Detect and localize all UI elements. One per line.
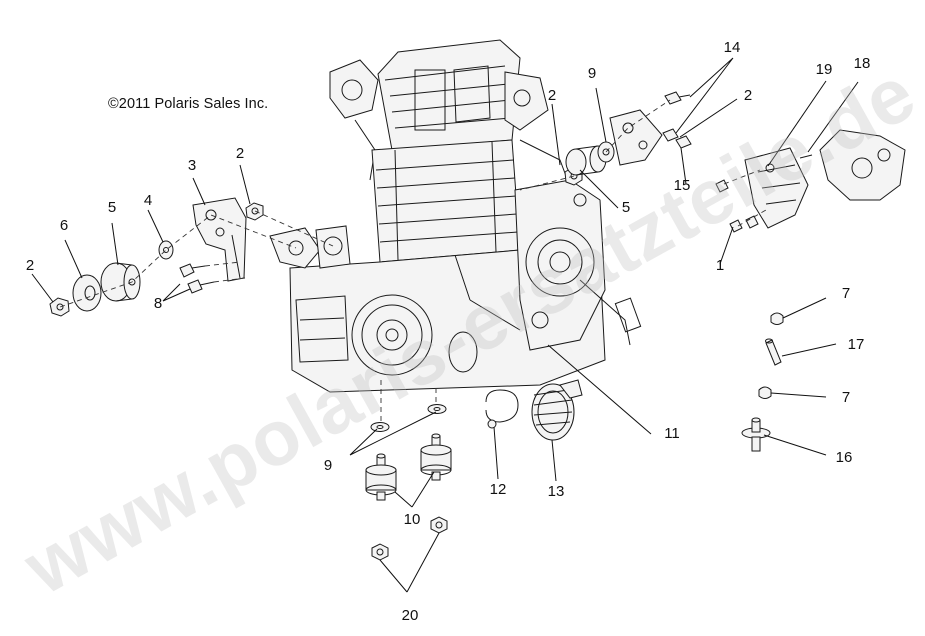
cap-part-7-top [770, 312, 784, 325]
callout-3: 3 [187, 157, 197, 174]
callout-7: 7 [841, 285, 851, 302]
bracket-right [609, 109, 663, 166]
callout-9: 9 [587, 65, 597, 82]
callout-15: 15 [673, 177, 691, 194]
boot-part-13 [531, 379, 583, 441]
mount-bracket-part-19 [744, 147, 809, 229]
callout-18: 18 [853, 55, 871, 72]
bolt-part-1-a [715, 179, 729, 193]
rubber-mount-part-5-right [565, 148, 587, 176]
bolt-part-14-b [662, 128, 679, 142]
rubber-mount-part-10-a [365, 453, 397, 501]
callout-5: 5 [621, 199, 631, 216]
right-mount-parts [519, 91, 906, 233]
callout-20: 20 [401, 607, 419, 624]
bolt-part-1-c [745, 215, 759, 229]
rod-part-17 [765, 339, 782, 366]
callout-14: 14 [723, 39, 741, 56]
washer-part-6 [72, 274, 102, 312]
callout-2: 2 [743, 87, 753, 104]
copyright-notice: ©2011 Polaris Sales Inc. [108, 96, 269, 112]
callout-12: 12 [489, 481, 507, 498]
bolt-part-14-a [664, 91, 682, 105]
nut-part-2-bracket [245, 202, 264, 221]
bolt-part-8-a [179, 263, 195, 278]
callout-2: 2 [25, 257, 35, 274]
washer-part-4 [158, 240, 174, 260]
nut-part-20-b [430, 516, 448, 534]
callout-7: 7 [841, 389, 851, 406]
callout-5: 5 [107, 199, 117, 216]
bottom-mount-parts [365, 379, 583, 561]
clamp-part-12 [485, 389, 519, 423]
callout-10: 10 [403, 511, 421, 528]
bolt-part-15 [675, 135, 692, 149]
nut-part-2-left [49, 297, 70, 317]
callout-2: 2 [547, 87, 557, 104]
callout-1: 1 [715, 257, 725, 274]
callout-19: 19 [815, 61, 833, 78]
callout-13: 13 [547, 483, 565, 500]
engine-assembly [269, 39, 642, 393]
washer-part-9-bottom-b [427, 404, 447, 414]
callout-11: 11 [664, 425, 680, 442]
callout-9: 9 [323, 457, 333, 474]
bolt-part-8-b [187, 279, 203, 294]
nut-part-20-a [371, 543, 389, 561]
left-mount-parts [49, 197, 334, 317]
callout-4: 4 [143, 192, 153, 209]
callout-17: 17 [847, 336, 865, 353]
callout-2: 2 [235, 145, 245, 162]
rubber-mount-part-10-b [420, 433, 452, 481]
callout-8: 8 [153, 295, 163, 312]
grommet-part-16 [741, 417, 771, 452]
rod-parts [741, 312, 784, 452]
bracket-part-18 [819, 129, 906, 201]
leader-lines [31, 57, 859, 593]
cap-part-7-bottom [758, 386, 772, 399]
callout-6: 6 [59, 217, 69, 234]
callout-16: 16 [835, 449, 853, 466]
washer-part-9-bottom-a [370, 422, 390, 432]
